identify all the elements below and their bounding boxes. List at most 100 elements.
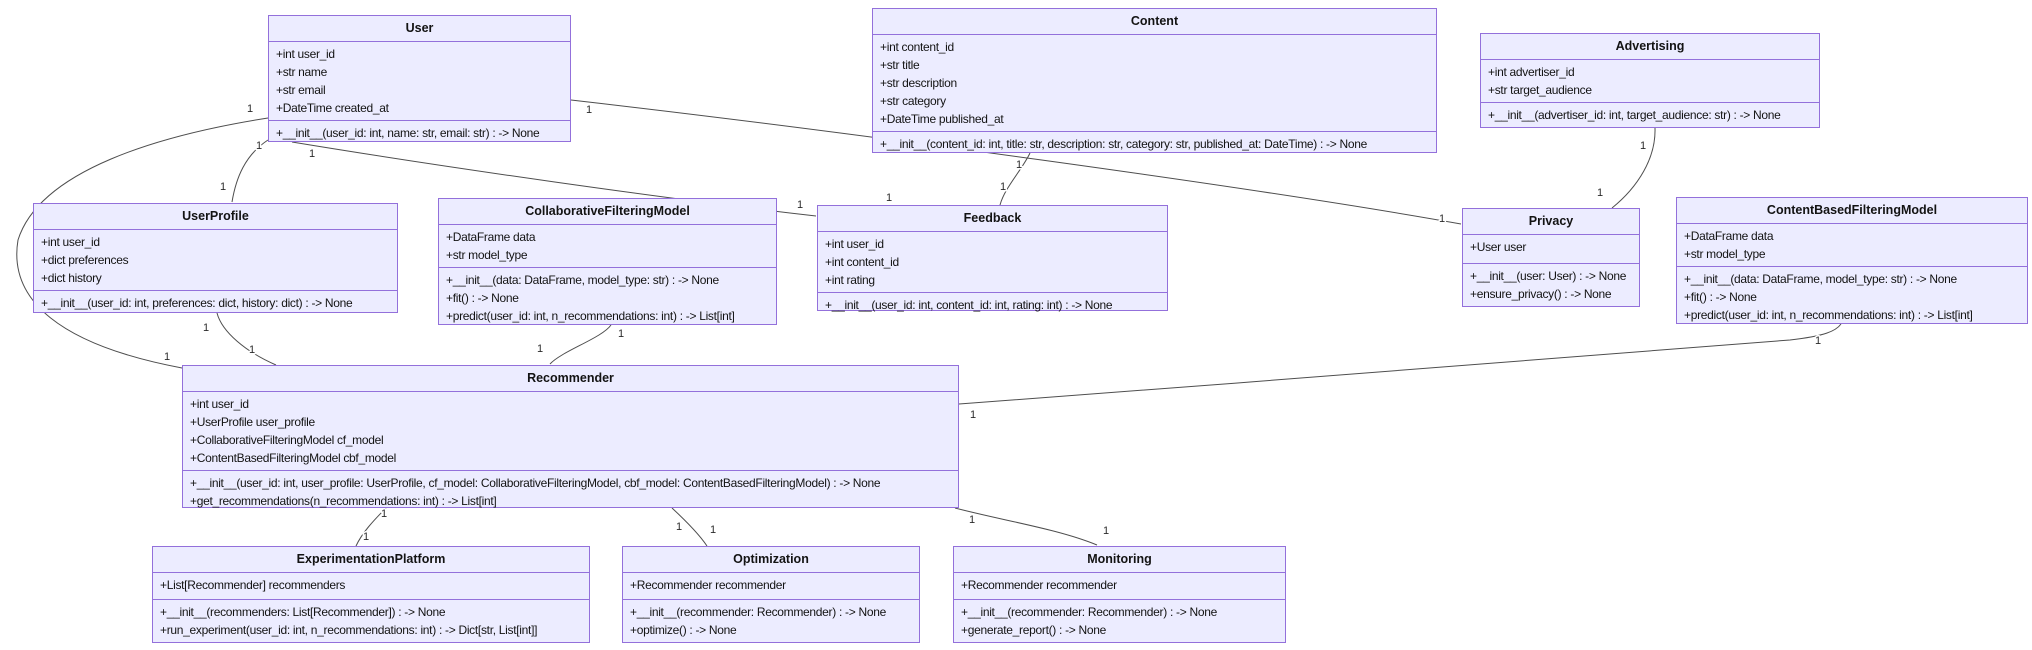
- class-box-collaborativefilteringmodel: CollaborativeFilteringModel+DataFrame da…: [438, 198, 777, 325]
- attribute-row: +ContentBasedFilteringModel cbf_model: [190, 451, 397, 465]
- multiplicity-label: 1: [969, 514, 975, 526]
- relationship-edge-recommender-monitoring: [954, 507, 1098, 546]
- multiplicity-label: 1: [381, 508, 387, 520]
- class-methods-section: +__init__(data: DataFrame, model_type: s…: [1677, 267, 2027, 327]
- class-title: CollaborativeFilteringModel: [439, 199, 776, 225]
- attribute-row: +CollaborativeFilteringModel cf_model: [190, 433, 384, 447]
- multiplicity-label: 1: [1439, 213, 1445, 225]
- attribute-row: +int rating: [825, 273, 875, 287]
- class-methods-section: +__init__(data: DataFrame, model_type: s…: [439, 268, 776, 328]
- method-row: +__init__(content_id: int, title: str, d…: [880, 137, 1367, 151]
- class-methods-section: +__init__(recommender: Recommender) : ->…: [623, 600, 919, 642]
- class-box-user: User+int user_id+str name+str email+Date…: [268, 15, 571, 142]
- multiplicity-label: 1: [249, 344, 255, 356]
- attribute-row: +int advertiser_id: [1488, 65, 1575, 79]
- class-attributes-section: +int advertiser_id+str target_audience: [1481, 60, 1819, 103]
- attribute-row: +DataFrame data: [1684, 229, 1774, 243]
- attribute-row: +str email: [276, 83, 326, 97]
- method-row: +fit() : -> None: [446, 291, 519, 305]
- multiplicity-label: 1: [797, 199, 803, 211]
- class-box-feedback: Feedback+int user_id+int content_id+int …: [817, 205, 1168, 312]
- multiplicity-label: 1: [256, 140, 262, 152]
- multiplicity-label: 1: [676, 521, 682, 533]
- class-attributes-section: +Recommender recommender: [623, 573, 919, 600]
- class-title: Recommender: [183, 366, 958, 392]
- attribute-row: +dict history: [41, 271, 102, 285]
- class-attributes-section: +DataFrame data +str model_type: [1677, 224, 2027, 267]
- class-attributes-section: +int content_id +str title +str descriptio…: [873, 35, 1436, 132]
- attribute-row: +str category: [880, 94, 946, 108]
- class-attributes-section: +List[Recommender] recommenders: [153, 573, 589, 600]
- attribute-row: +str name: [276, 65, 327, 79]
- class-title: Optimization: [623, 547, 919, 573]
- multiplicity-label: 1: [618, 328, 624, 340]
- attribute-row: +str description: [880, 76, 957, 90]
- class-box-contentbasedfilteringmodel: ContentBasedFilteringModel+DataFrame dat…: [1676, 197, 2028, 324]
- class-title: User: [269, 16, 570, 42]
- class-box-advertising: Advertising+int advertiser_id+str target…: [1480, 33, 1820, 128]
- attribute-row: +int content_id: [880, 40, 954, 54]
- class-box-experimentationplatform: ExperimentationPlatform +List[Recommender…: [152, 546, 590, 643]
- relationship-edge-user-recommender: [16, 117, 269, 369]
- relationship-edge-user-privacy: [570, 99, 1462, 225]
- attribute-row: +User user: [1470, 240, 1527, 254]
- class-methods-section: +__init__(user_id: int, preferences: dic…: [34, 291, 397, 315]
- class-title: Content: [873, 9, 1436, 35]
- attribute-row: +int user_id: [190, 397, 249, 411]
- multiplicity-label: 1: [886, 192, 892, 204]
- class-methods-section: +__init__(content_id: int, title: str, d…: [873, 132, 1436, 156]
- attribute-row: +int content_id: [825, 255, 899, 269]
- class-methods-section: +__init__(user_id: int, content_id: int,…: [818, 293, 1167, 317]
- class-box-monitoring: Monitoring +Recommender recommender +__ini…: [953, 546, 1286, 643]
- relationship-edge-advertising-privacy: [1611, 127, 1656, 209]
- class-title: Privacy: [1463, 209, 1639, 235]
- attribute-row: +Recommender recommender: [961, 578, 1117, 592]
- attribute-row: +UserProfile user_profile: [190, 415, 315, 429]
- method-row: +__init__(recommender: Recommender) : ->…: [961, 605, 1217, 619]
- relationship-edge-contentbasedfilteringmodel-recommender: [958, 323, 1842, 405]
- class-attributes-section: +int user_id +UserProfile user_profile +Co…: [183, 392, 958, 471]
- class-title: Monitoring: [954, 547, 1285, 573]
- class-box-userprofile: UserProfile+int user_id+dict preferences…: [33, 203, 398, 313]
- relationship-edge-recommender-optimization: [671, 507, 708, 547]
- attribute-row: +int user_id: [41, 235, 100, 249]
- method-row: +fit() : -> None: [1684, 290, 1757, 304]
- relationship-edge-content-feedback: [999, 152, 1031, 206]
- multiplicity-label: 1: [1103, 525, 1109, 537]
- class-attributes-section: +User user: [1463, 235, 1639, 264]
- relationship-edge-recommender-experimentationplatform: [355, 507, 387, 547]
- method-row: +optimize() : -> None: [630, 623, 737, 637]
- method-row: +__init__(user_id: int, content_id: int,…: [825, 298, 1113, 312]
- multiplicity-label: 1: [1016, 159, 1022, 171]
- multiplicity-label: 1: [309, 148, 315, 160]
- multiplicity-label: 1: [363, 531, 369, 543]
- class-title: ExperimentationPlatform: [153, 547, 589, 573]
- attribute-row: +int user_id: [825, 237, 884, 251]
- class-methods-section: +__init__(user_id: int, name: str, email…: [269, 121, 570, 145]
- method-row: +__init__(recommenders: List[Recommender…: [160, 605, 446, 619]
- multiplicity-label: 1: [1815, 335, 1821, 347]
- method-row: +predict(user_id: int, n_recommendations…: [446, 309, 735, 323]
- class-methods-section: +__init__(user: User) : -> None+ensure_p…: [1463, 264, 1639, 306]
- class-box-privacy: Privacy +User user +__init__(user: User) :…: [1462, 208, 1640, 307]
- method-row: +__init__(recommender: Recommender) : ->…: [630, 605, 886, 619]
- class-methods-section: +__init__(recommenders: List[Recommender…: [153, 600, 589, 642]
- class-methods-section: +__init__(advertiser_id: int, target_aud…: [1481, 103, 1819, 127]
- method-row: +__init__(advertiser_id: int, target_aud…: [1488, 108, 1781, 122]
- class-box-optimization: Optimization+Recommender recommender +__i…: [622, 546, 920, 643]
- multiplicity-label: 1: [586, 104, 592, 116]
- multiplicity-label: 1: [164, 351, 170, 363]
- method-row: +ensure_privacy() : -> None: [1470, 287, 1612, 301]
- attribute-row: +str model_type: [1684, 247, 1766, 261]
- class-box-recommender: Recommender +int user_id +UserProfile user…: [182, 365, 959, 508]
- relationship-edge-userprofile-recommender: [216, 312, 277, 366]
- multiplicity-label: 1: [1640, 140, 1646, 152]
- class-methods-section: +__init__(user_id: int, user_profile: Us…: [183, 471, 958, 513]
- attribute-row: +List[Recommender] recommenders: [160, 578, 346, 592]
- multiplicity-label: 1: [970, 409, 976, 421]
- class-attributes-section: +Recommender recommender: [954, 573, 1285, 600]
- multiplicity-label: 1: [537, 343, 543, 355]
- attribute-row: +str title: [880, 58, 920, 72]
- class-methods-section: +__init__(recommender: Recommender) : ->…: [954, 600, 1285, 642]
